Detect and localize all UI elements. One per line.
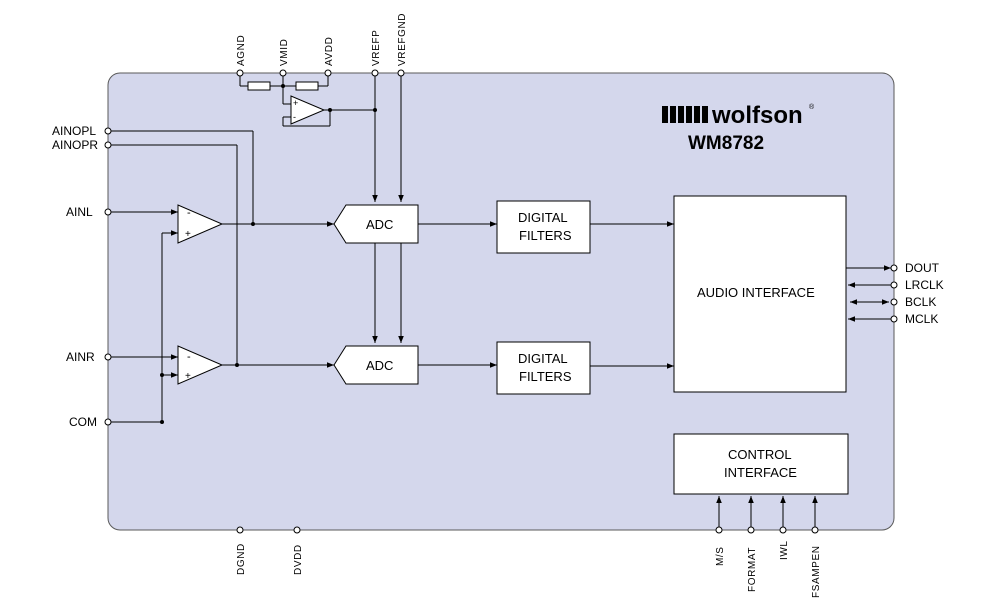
resistor-2	[295, 81, 319, 91]
input-wiring	[111, 130, 334, 424]
ms-pin[interactable]	[715, 526, 723, 534]
dgnd-pin[interactable]	[236, 526, 244, 534]
agnd-label: AGND	[236, 35, 247, 66]
svg-text:AUDIO INTERFACE: AUDIO INTERFACE	[697, 285, 815, 300]
dgnd-label: DGND	[236, 543, 247, 575]
left-pins: AINOPL AINOPR AINL AINR COM	[52, 124, 112, 429]
agnd-pin[interactable]	[236, 69, 244, 77]
svg-text:-: -	[187, 351, 191, 363]
com-pin[interactable]	[104, 418, 112, 426]
vrefp-pin[interactable]	[371, 69, 379, 77]
svg-text:+: +	[185, 371, 191, 382]
format-pin[interactable]	[747, 526, 755, 534]
ainr-label: AINR	[66, 350, 95, 364]
bclk-pin[interactable]	[890, 298, 898, 306]
ms-label: M/S	[715, 546, 726, 566]
reference-network: + -	[239, 73, 377, 127]
lrclk-label: LRCLK	[905, 278, 944, 292]
vmid-pin[interactable]	[279, 69, 287, 77]
svg-text:ADC: ADC	[366, 358, 393, 373]
svg-text:INTERFACE: INTERFACE	[724, 465, 797, 480]
opamp-right: - +	[177, 345, 224, 385]
ainopl-pin[interactable]	[104, 127, 112, 135]
logo-trademark: ®	[809, 103, 815, 111]
lrclk-pin[interactable]	[890, 281, 898, 289]
top-pins: AGND VMID AVDD VREFP VREFGND	[236, 13, 408, 77]
svg-text:FILTERS: FILTERS	[519, 369, 572, 384]
iwl-label: IWL	[779, 540, 790, 560]
reference-feeds	[372, 73, 404, 343]
ainopl-label: AINOPL	[52, 124, 96, 138]
iwl-pin[interactable]	[779, 526, 787, 534]
svg-text:-: -	[187, 207, 191, 219]
svg-text:DIGITAL: DIGITAL	[518, 210, 568, 225]
vmid-label: VMID	[279, 39, 290, 66]
avdd-label: AVDD	[324, 37, 335, 66]
ainr-pin[interactable]	[104, 353, 112, 361]
svg-text:CONTROL: CONTROL	[728, 447, 792, 462]
svg-text:ADC: ADC	[366, 217, 393, 232]
com-label: COM	[69, 415, 97, 429]
ainopr-pin[interactable]	[104, 141, 112, 149]
resistor-1	[247, 81, 271, 91]
svg-text:+: +	[293, 98, 298, 108]
dvdd-pin[interactable]	[293, 526, 301, 534]
bclk-label: BCLK	[905, 295, 936, 309]
ainl-pin[interactable]	[104, 208, 112, 216]
digital-filters-right: DIGITAL FILTERS	[496, 341, 591, 395]
control-interface-block: CONTROL INTERFACE	[673, 433, 849, 495]
vrefgnd-label: VREFGND	[397, 13, 408, 66]
vrefp-label: VREFP	[371, 30, 382, 66]
wolfson-logo: wolfson ® WM8782	[662, 102, 815, 154]
dout-pin[interactable]	[890, 264, 898, 272]
logo-brand: wolfson	[711, 102, 803, 129]
dout-label: DOUT	[905, 261, 940, 275]
bottom-pins: DGND DVDD M/S FORMAT IWL FSAMPEN	[236, 496, 822, 598]
svg-text:FILTERS: FILTERS	[519, 228, 572, 243]
digital-filters-left: DIGITAL FILTERS	[496, 200, 591, 254]
vrefgnd-pin[interactable]	[397, 69, 405, 77]
dvdd-label: DVDD	[293, 544, 304, 575]
svg-text:+: +	[185, 229, 191, 240]
adc-left: ADC	[333, 204, 419, 244]
fsampen-pin[interactable]	[811, 526, 819, 534]
right-pins: DOUT LRCLK BCLK MCLK	[846, 261, 944, 326]
part-number: WM8782	[688, 133, 764, 154]
opamp-left: - +	[177, 204, 224, 244]
svg-text:DIGITAL: DIGITAL	[518, 351, 568, 366]
fsampen-label: FSAMPEN	[811, 545, 822, 598]
audio-interface-block: AUDIO INTERFACE	[673, 195, 847, 393]
ainopr-label: AINOPR	[52, 138, 98, 152]
avdd-pin[interactable]	[324, 69, 332, 77]
ainl-label: AINL	[66, 205, 93, 219]
mclk-label: MCLK	[905, 312, 938, 326]
adc-right: ADC	[333, 345, 419, 385]
wolfson-logo-mark	[662, 106, 708, 123]
mclk-pin[interactable]	[890, 315, 898, 323]
svg-text:-: -	[293, 112, 296, 122]
reference-buffer-amp	[290, 95, 326, 125]
format-label: FORMAT	[747, 547, 758, 592]
